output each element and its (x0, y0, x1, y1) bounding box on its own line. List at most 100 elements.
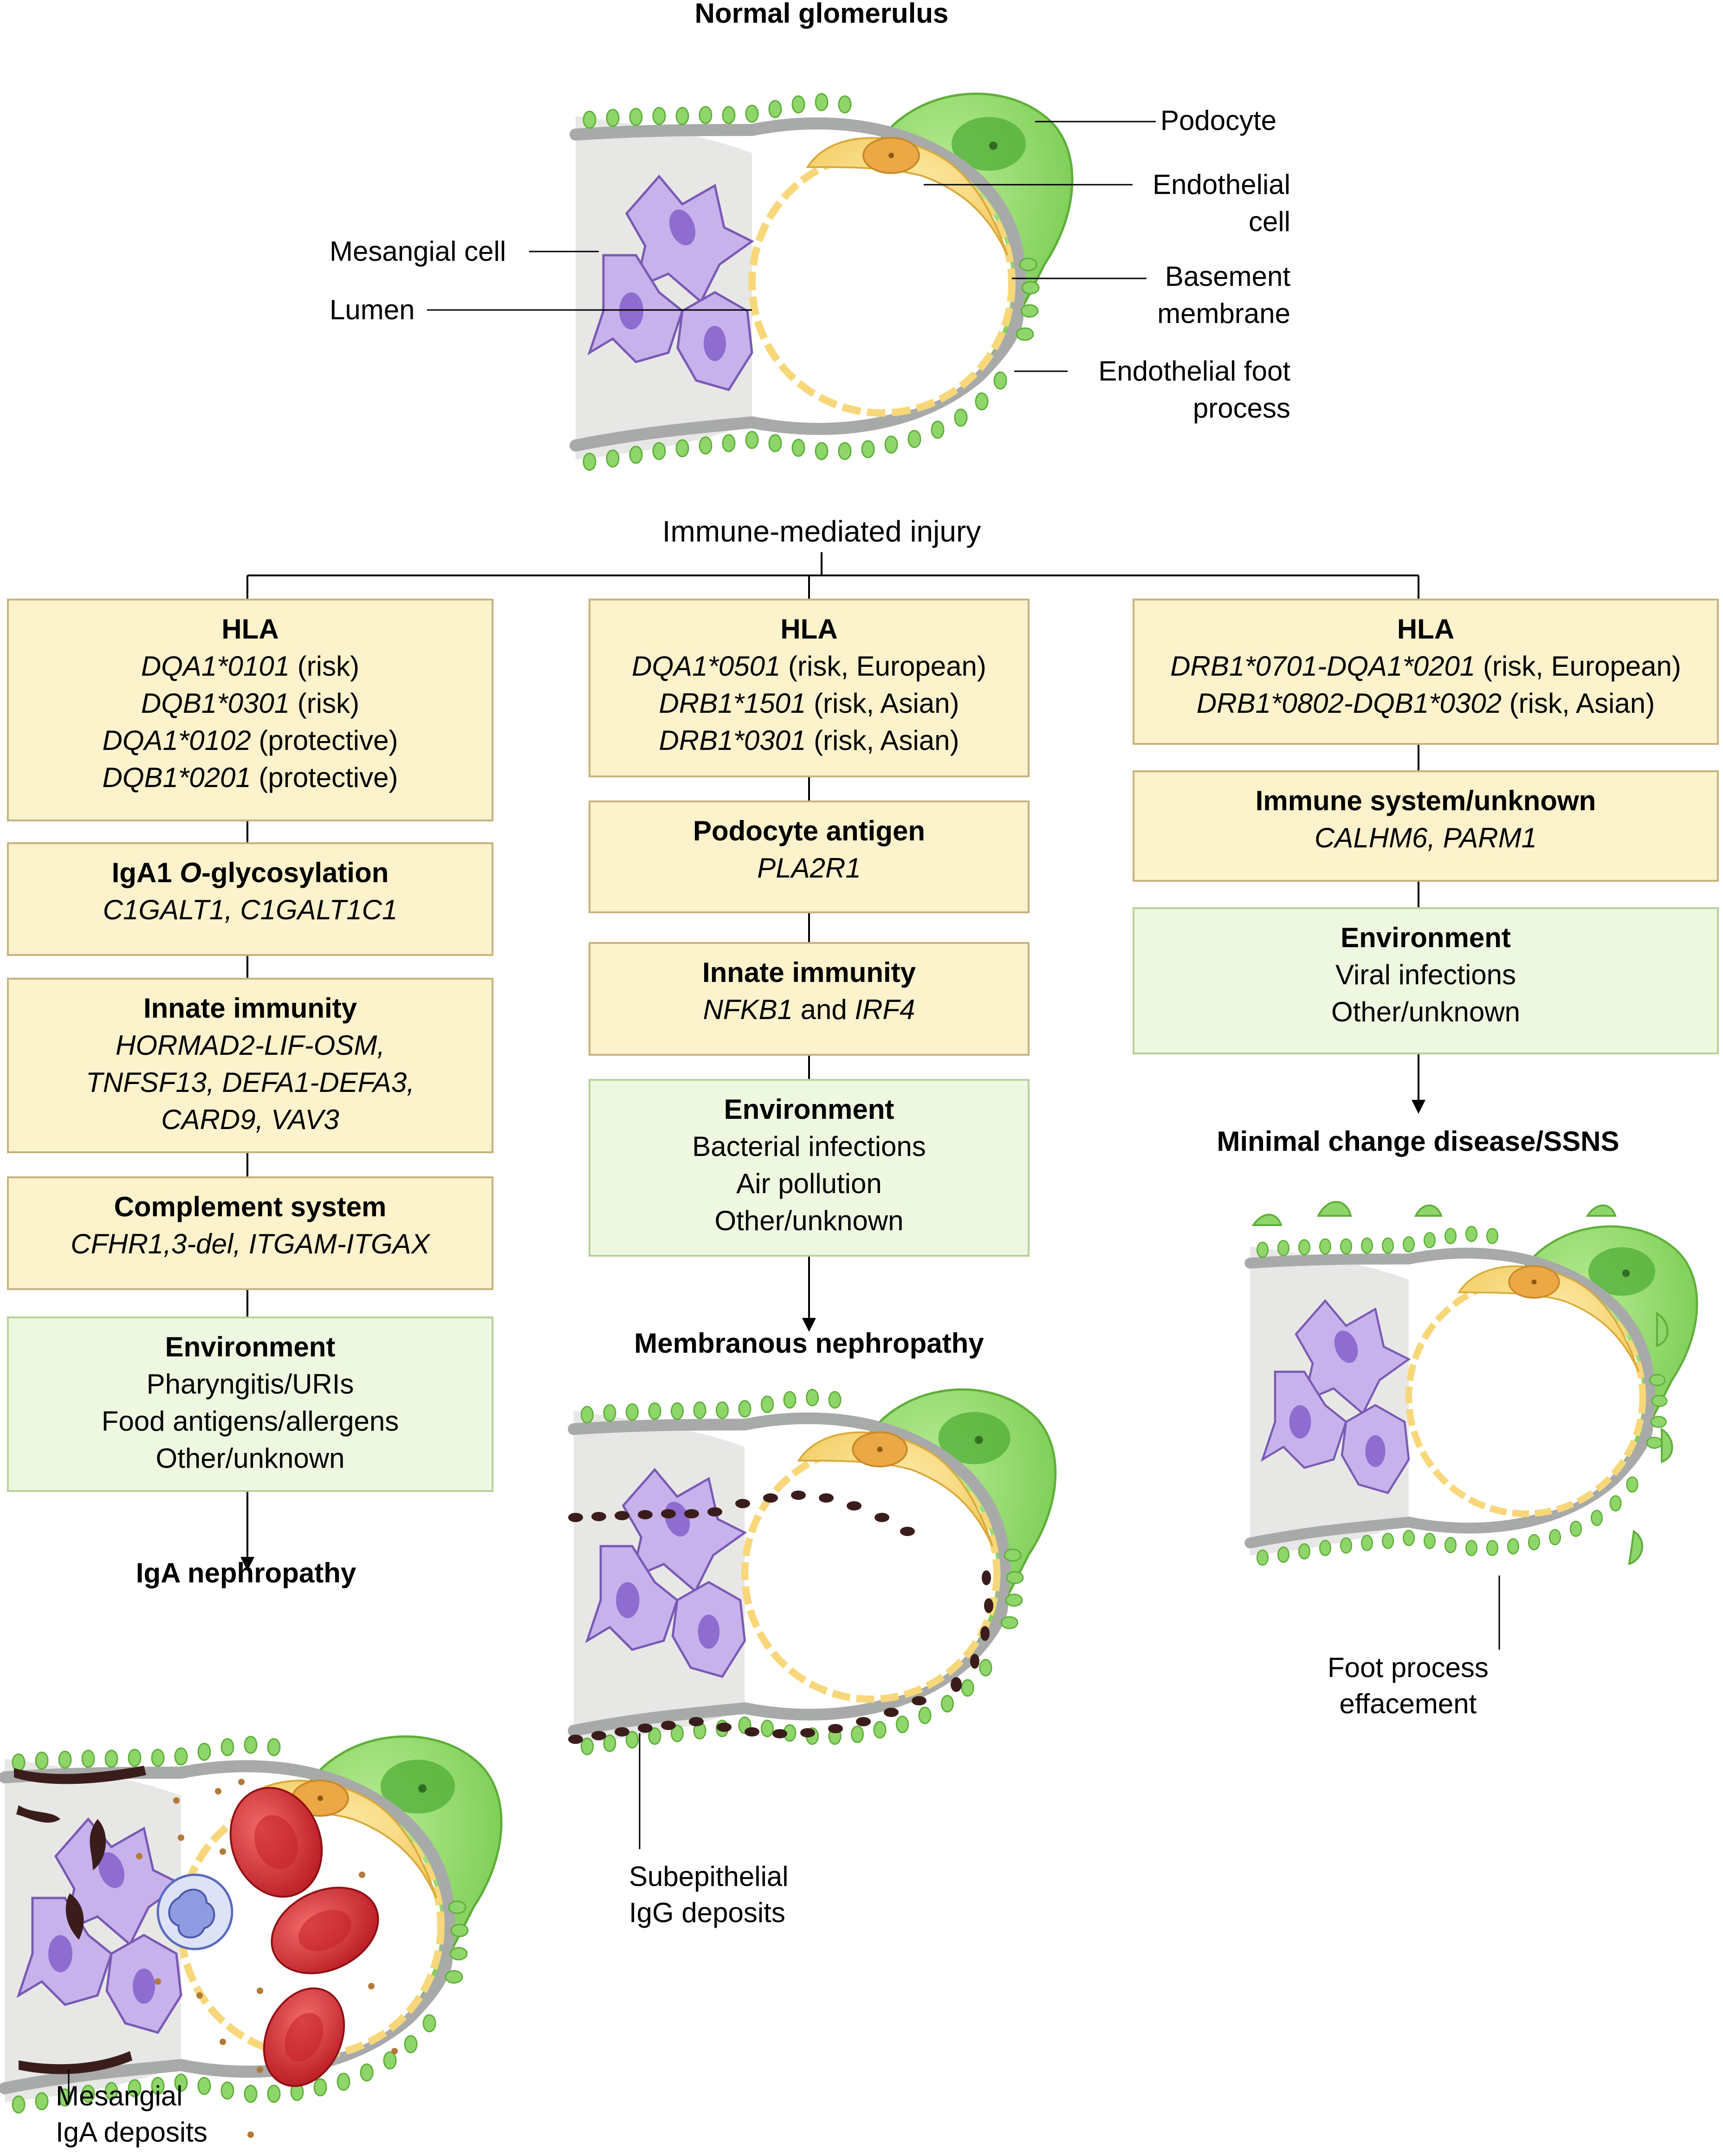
iga-hla-line: DQB1*0201 (protective) (9, 759, 492, 796)
iga-innate-line: TNFSF13, DEFA1-DEFA3, (86, 1067, 415, 1098)
mcd-annotation: Foot process effacement (1328, 1650, 1489, 1722)
label-basement-membrane: Basement membrane (1082, 258, 1290, 332)
iga-innate-heading: Innate immunity (143, 993, 357, 1024)
iga-hla-box: HLA DQA1*0101 (risk) DQB1*0301 (risk) DQ… (7, 599, 493, 821)
iga-innate-line: HORMAD2-LIF-OSM, (115, 1030, 385, 1061)
label-podocyte: Podocyte (1160, 105, 1277, 136)
mn-outcome-title: Membranous nephropathy (634, 1328, 984, 1359)
iga-complement-heading: Complement system (114, 1191, 387, 1222)
label-endothelial-cell-line1: Endothelial (1153, 169, 1290, 200)
iga-environment-line: Other/unknown (155, 1443, 345, 1474)
mn-innate-box: Innate immunity NFKB1 and IRF4 (589, 942, 1030, 1056)
iga-hla-line: DQA1*0101 (risk) (9, 648, 492, 685)
iga-glycosylation-heading: IgA1 O-glycosylation (9, 854, 492, 891)
label-endothelial-foot-process-line1: Endothelial foot (1098, 355, 1290, 387)
label-basement-membrane-line1: Basement (1165, 261, 1290, 292)
mcd-hla-line: DRB1*0701-DQA1*0201 (risk, European) (1134, 648, 1717, 685)
mn-environment-line: Air pollution (736, 1168, 882, 1199)
gene: IRF4 (855, 994, 915, 1025)
iga-environment-box: Environment Pharyngitis/URIs Food antige… (7, 1317, 493, 1492)
mcd-environment-line: Other/unknown (1331, 996, 1520, 1027)
root-label: Immune-mediated injury (662, 515, 981, 548)
note: (protective) (251, 762, 398, 793)
iga-complement-genes: CFHR1,3-del, ITGAM-ITGAX (71, 1228, 430, 1259)
gene: DQB1*0301 (141, 688, 290, 719)
normal-glomerulus-title: Normal glomerulus (694, 0, 949, 29)
mcd-annotation-line2: effacement (1339, 1688, 1477, 1719)
gene: DQB1*0201 (102, 762, 251, 793)
label-endothelial-foot-process: Endothelial foot process (1012, 353, 1290, 427)
iga-environment-line: Pharyngitis/URIs (146, 1368, 354, 1400)
mcd-immune-heading: Immune system/unknown (1255, 785, 1596, 816)
note: (risk) (290, 688, 360, 719)
gene: DRB1*0301 (659, 725, 806, 756)
iga-complement-box: Complement system CFHR1,3-del, ITGAM-ITG… (7, 1176, 493, 1290)
mn-annotation: Subepithelial IgG deposits (629, 1859, 789, 1931)
mcd-environment-box: Environment Viral infections Other/unkno… (1133, 907, 1719, 1054)
mcd-hla-heading: HLA (1397, 613, 1455, 645)
iga-annotation-line1: Mesangial (56, 2080, 183, 2111)
mn-antigen-gene: PLA2R1 (757, 852, 861, 884)
normal-glomerulus-image (576, 94, 1072, 470)
label-basement-membrane-line2: membrane (1157, 298, 1290, 329)
iga-hla-line: DQB1*0301 (risk) (9, 685, 492, 722)
mn-environment-line: Other/unknown (714, 1205, 904, 1236)
mcd-hla-box: HLA DRB1*0701-DQA1*0201 (risk, European)… (1133, 599, 1719, 745)
mcd-immune-genes: CALHM6, PARM1 (1314, 822, 1537, 853)
note: (risk) (290, 651, 360, 682)
label-endothelial-cell-line2: cell (1248, 206, 1290, 237)
iga-outcome-title: IgA nephropathy (136, 1557, 356, 1588)
heading-post: -glycosylation (201, 857, 389, 888)
note: (risk, Asian) (1502, 688, 1655, 719)
mn-annotation-line2: IgG deposits (629, 1897, 785, 1928)
mn-hla-heading: HLA (780, 613, 838, 645)
note: (protective) (251, 725, 398, 756)
mn-hla-line: DRB1*1501 (risk, Asian) (590, 685, 1028, 722)
mcd-outcome-title: Minimal change disease/SSNS (1217, 1126, 1619, 1157)
gene: DRB1*1501 (659, 688, 806, 719)
gene: DQA1*0101 (141, 651, 290, 682)
mn-hla-box: HLA DQA1*0501 (risk, European) DRB1*1501… (589, 599, 1030, 777)
mn-environment-line: Bacterial infections (692, 1131, 926, 1162)
iga-hla-line: DQA1*0102 (protective) (9, 722, 492, 759)
heading-italic: O (180, 857, 201, 888)
iga-annotation: Mesangial IgA deposits (56, 2078, 207, 2150)
mn-glomerulus-image (574, 1389, 1056, 1755)
iga-annotation-line2: IgA deposits (56, 2117, 207, 2148)
mcd-annotation-line1: Foot process (1328, 1652, 1489, 1683)
gene: DRB1*0701-DQA1*0201 (1170, 651, 1476, 682)
mcd-environment-line: Viral infections (1335, 959, 1516, 990)
gene: NFKB1 (703, 994, 793, 1025)
iga-glycosylation-box: IgA1 O-glycosylation C1GALT1, C1GALT1C1 (7, 842, 493, 956)
label-endothelial-foot-process-line2: process (1192, 393, 1290, 424)
iga-innate-box: Innate immunity HORMAD2-LIF-OSM, TNFSF13… (7, 978, 493, 1153)
note: (risk, Asian) (806, 725, 959, 756)
note: (risk, European) (1475, 651, 1681, 682)
mn-antigen-box: Podocyte antigen PLA2R1 (589, 800, 1030, 913)
label-endothelial-cell: Endothelial cell (1082, 166, 1290, 240)
note: (risk, European) (780, 651, 986, 682)
mcd-glomerulus-image (1250, 1226, 1697, 1565)
mcd-environment-heading: Environment (1341, 922, 1511, 953)
iga-innate-line: CARD9, VAV3 (161, 1104, 339, 1135)
iga-hla-heading: HLA (221, 613, 279, 645)
mn-hla-line: DQA1*0501 (risk, European) (590, 648, 1028, 685)
mn-innate-heading: Innate immunity (702, 957, 916, 988)
mn-environment-heading: Environment (724, 1094, 894, 1125)
mn-antigen-heading: Podocyte antigen (693, 815, 926, 846)
conjunction: and (792, 994, 855, 1025)
iga-environment-heading: Environment (165, 1331, 336, 1362)
mn-hla-line: DRB1*0301 (risk, Asian) (590, 722, 1028, 759)
mn-environment-box: Environment Bacterial infections Air pol… (589, 1079, 1030, 1257)
label-mesangial-cell: Mesangial cell (330, 236, 506, 267)
gene: DQA1*0501 (632, 651, 781, 682)
heading-pre: IgA1 (111, 857, 180, 888)
gene: DRB1*0802-DQB1*0302 (1196, 688, 1502, 719)
mcd-hla-line: DRB1*0802-DQB1*0302 (risk, Asian) (1134, 685, 1717, 722)
iga-glycosylation-genes: C1GALT1, C1GALT1C1 (103, 894, 398, 925)
mn-annotation-line1: Subepithelial (629, 1861, 789, 1892)
label-lumen: Lumen (330, 294, 415, 325)
gene: DQA1*0102 (102, 725, 251, 756)
mn-innate-line: NFKB1 and IRF4 (590, 991, 1028, 1028)
